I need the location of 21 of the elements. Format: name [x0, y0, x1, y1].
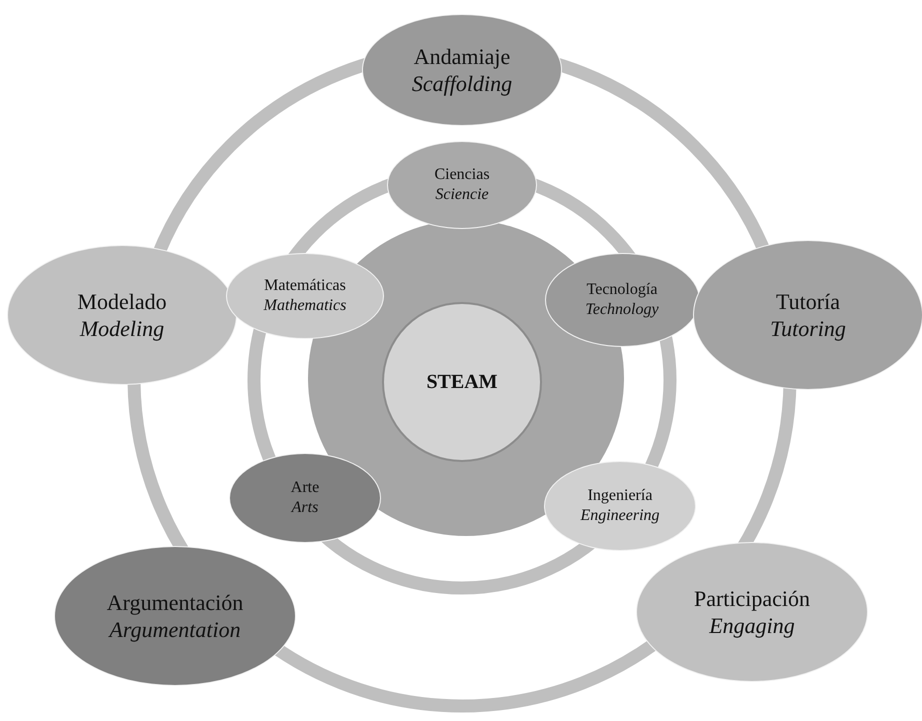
- translation-label: Arts: [292, 498, 318, 518]
- node-label: Ciencias: [434, 165, 490, 185]
- translation-label: Technology: [585, 300, 659, 320]
- translation-label: Scaffolding: [412, 70, 512, 98]
- translation-label: Sciencie: [435, 185, 489, 205]
- translation-label: Engineering: [580, 506, 660, 526]
- node-label: STEAM: [426, 370, 498, 394]
- node-label: Ingeniería: [588, 486, 652, 506]
- node-label: Participación: [694, 584, 810, 612]
- node-label: Andamiaje: [414, 42, 510, 70]
- node-label: Argumentación: [106, 588, 244, 616]
- translation-label: Engaging: [709, 612, 795, 640]
- translation-label: Mathematics: [264, 296, 346, 316]
- translation-label: Modeling: [80, 315, 164, 342]
- node-label: Modelado: [77, 288, 167, 315]
- node-label: Tecnología: [586, 280, 658, 300]
- translation-label: Tutoring: [770, 315, 846, 342]
- node-label: Arte: [290, 478, 320, 498]
- node-label: Matemáticas: [264, 276, 346, 296]
- translation-label: Argumentation: [109, 616, 241, 644]
- node-label: Tutoría: [776, 288, 840, 315]
